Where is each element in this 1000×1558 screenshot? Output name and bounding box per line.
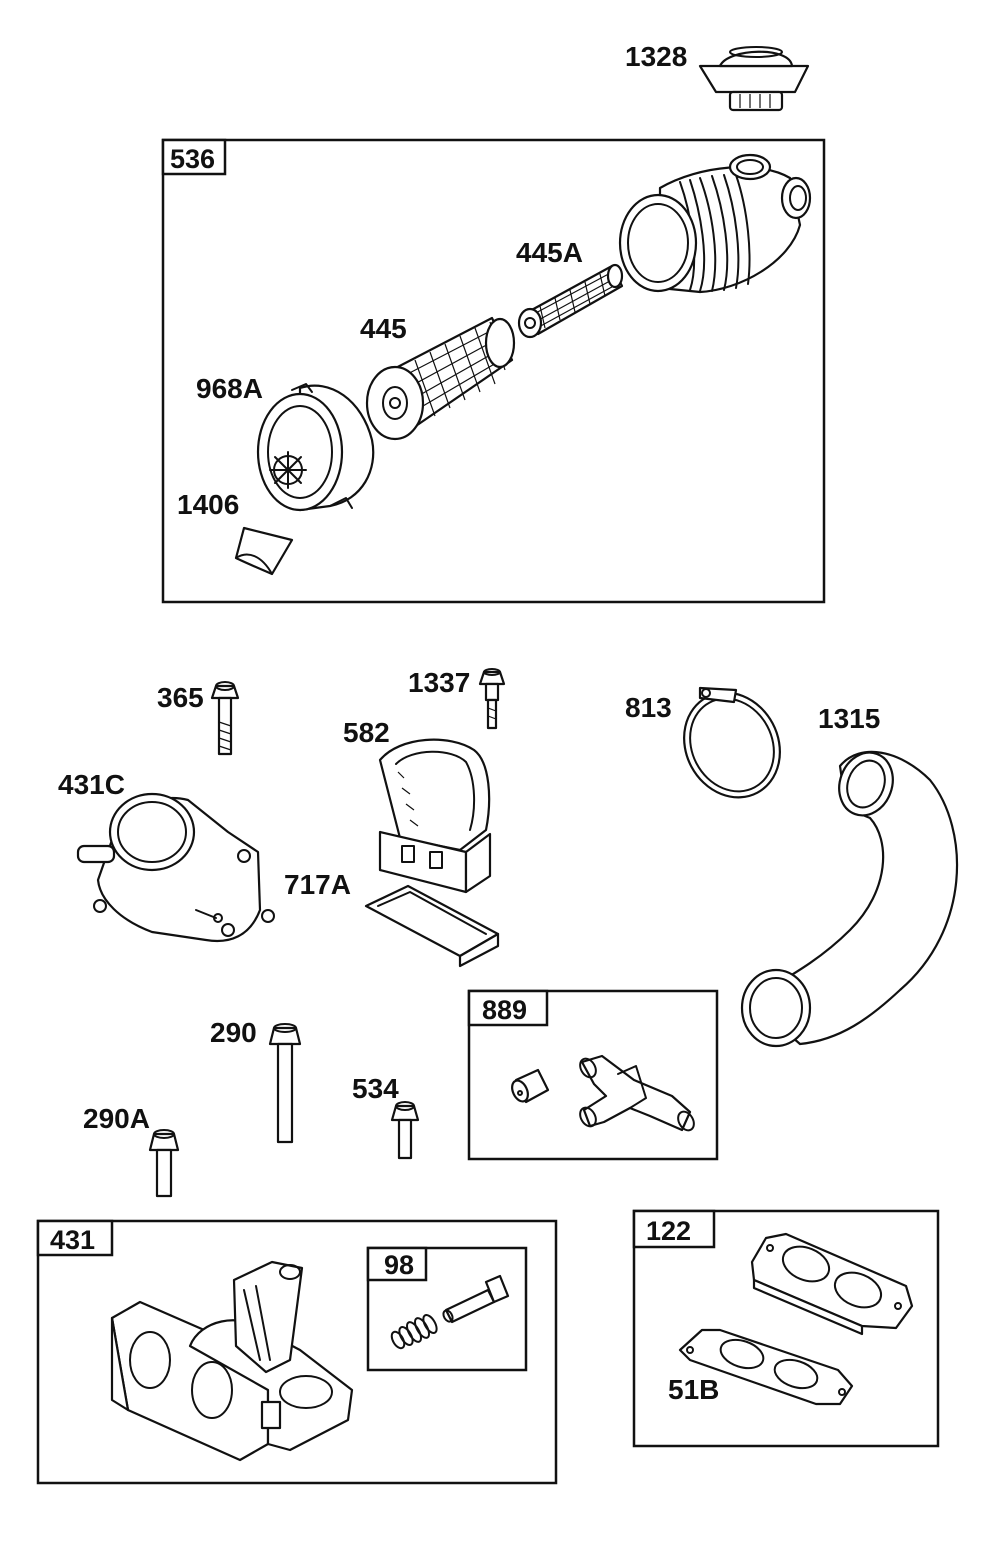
group-431-frame [36,1219,558,1485]
group-98-frame [366,1246,528,1372]
part-534-bolt [390,1101,420,1160]
part-889-cap [511,1068,550,1104]
part-1328-precleaner-cap [698,46,810,112]
label-582: 582 [343,717,390,748]
part-1406-valve [234,526,294,576]
part-1337-bolt [478,668,506,730]
label-290A: 290A [83,1103,150,1134]
part-431-throttle-body [110,1260,354,1462]
group-122-label: 122 [646,1216,691,1246]
group-431-label: 431 [50,1225,95,1255]
part-51B-gasket [678,1328,854,1406]
group-889-frame [467,989,719,1161]
group-536-tag [161,138,227,176]
part-365-bolt [210,681,240,756]
part-122-gasket-plate [750,1232,914,1336]
part-445-main-filter [365,316,516,441]
part-98-spring [390,1313,438,1350]
part-968A-cover [256,383,375,512]
label-1406: 1406 [177,489,239,520]
part-air-cleaner-housing [618,153,812,294]
group-536-frame [161,138,826,604]
group-122-tag [632,1209,716,1249]
part-717A-plate [364,884,500,968]
label-51B: 51B [668,1374,719,1405]
group-122-frame [632,1209,940,1448]
label-445A: 445A [516,237,583,268]
label-1328: 1328 [625,41,687,72]
label-1337: 1337 [408,667,470,698]
part-1315-hose [740,750,959,1048]
label-813: 813 [625,692,672,723]
label-534: 534 [352,1073,399,1104]
part-889-tee-connector [579,1054,695,1132]
part-582-strap-bracket [378,738,492,894]
group-98-label: 98 [384,1250,414,1280]
part-431C-throttle-body [76,792,275,942]
label-290: 290 [210,1017,257,1048]
group-889-label: 889 [482,995,527,1025]
label-431C: 431C [58,769,125,800]
part-98-screw [442,1274,510,1324]
group-889-tag [467,989,549,1027]
label-365: 365 [157,682,204,713]
group-536-label: 536 [170,144,215,174]
part-290A-bolt [148,1129,180,1198]
group-431-tag [36,1219,114,1257]
part-445A-inner-filter [517,263,624,339]
label-968A: 968A [196,373,263,404]
group-98-tag [366,1246,428,1282]
part-813-clamp [683,686,781,799]
label-445: 445 [360,313,407,344]
label-717A: 717A [284,869,351,900]
label-1315: 1315 [818,703,880,734]
part-290-bolt [268,1023,302,1144]
